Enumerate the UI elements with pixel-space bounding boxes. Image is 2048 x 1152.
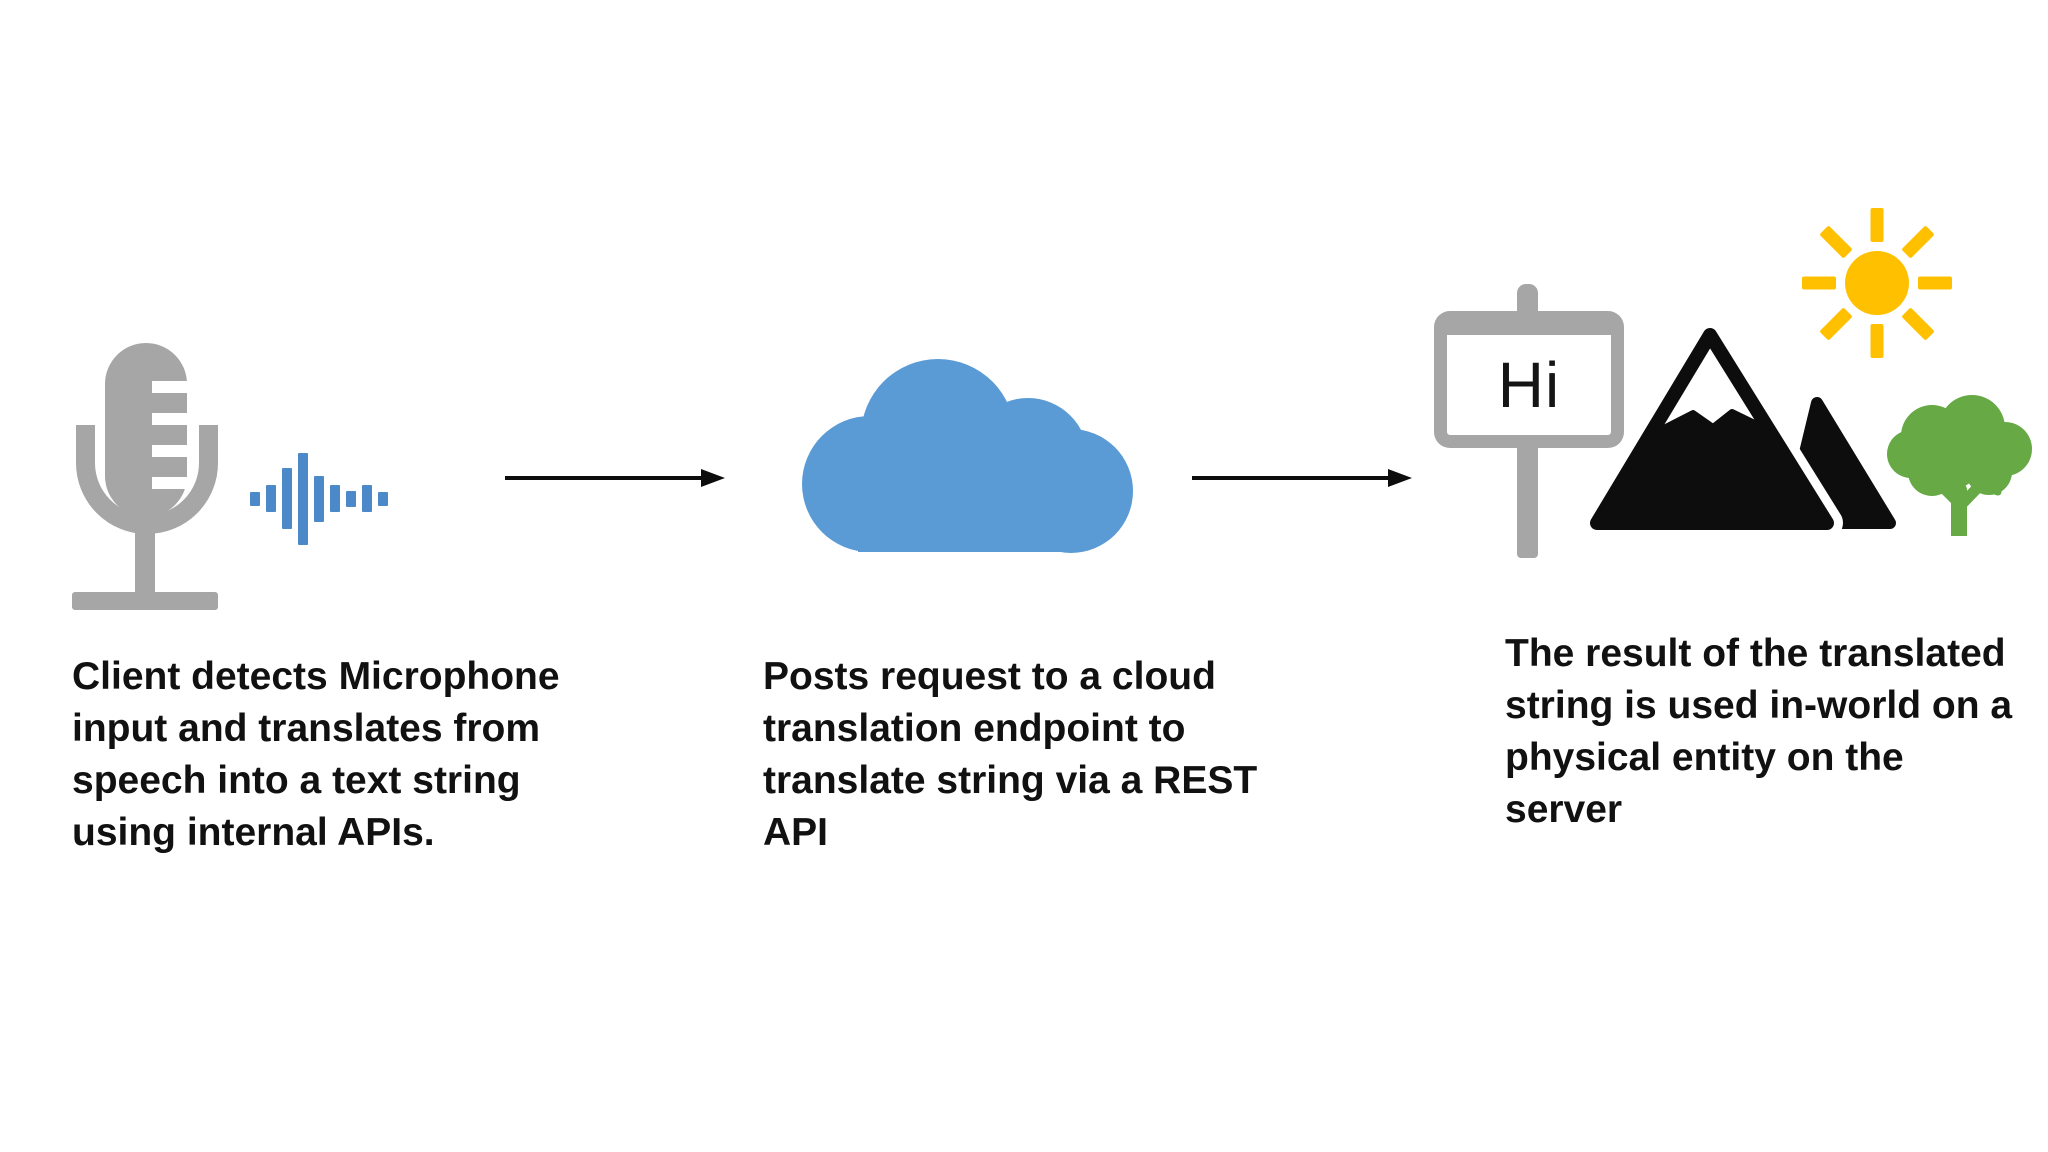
wave-bar [378, 491, 388, 506]
caption-line: API [763, 811, 829, 854]
caption-line: translate string via a REST [763, 759, 1258, 802]
wave-bar [298, 452, 308, 545]
caption-line: using internal APIs. [72, 811, 435, 854]
sign-icon: Hi [1434, 311, 1624, 448]
caption-line: string is used in-world on a [1505, 684, 2013, 727]
wave-bar [346, 490, 356, 507]
audio-wave-icon [250, 452, 392, 545]
caption-line: Posts request to a cloud [763, 655, 1216, 698]
caption-line: physical entity on the [1505, 736, 1904, 779]
caption-line: translation endpoint to [763, 707, 1186, 750]
wave-bar [362, 485, 372, 512]
sun-icon [1802, 208, 1952, 358]
mountains-icon [1581, 320, 1896, 530]
sign-post [1517, 440, 1538, 558]
caption-cloud-translation: Posts request to a cloud translation endp… [763, 651, 1257, 859]
wave-bar [330, 485, 340, 512]
sign-text: Hi [1497, 349, 1561, 421]
microphone-icon [72, 343, 218, 610]
caption-line: Client detects Microphone [72, 655, 560, 698]
arrow-cloud-to-server [1192, 469, 1412, 487]
caption-line: speech into a text string [72, 759, 521, 802]
cloud-icon [802, 359, 1133, 553]
wave-bar [282, 468, 292, 529]
arrow-client-to-cloud [505, 469, 725, 487]
wave-bar [250, 491, 260, 506]
tree-icon [1887, 395, 2032, 536]
caption-line: server [1505, 788, 1623, 831]
caption-server-world: The result of the translated string is us… [1505, 628, 2012, 836]
wave-bar [314, 475, 324, 522]
caption-client: Client detects Microphone input and trans… [72, 651, 560, 859]
caption-line: The result of the translated [1505, 632, 2006, 675]
wave-bar [266, 485, 276, 512]
caption-line: input and translates from [72, 707, 541, 750]
